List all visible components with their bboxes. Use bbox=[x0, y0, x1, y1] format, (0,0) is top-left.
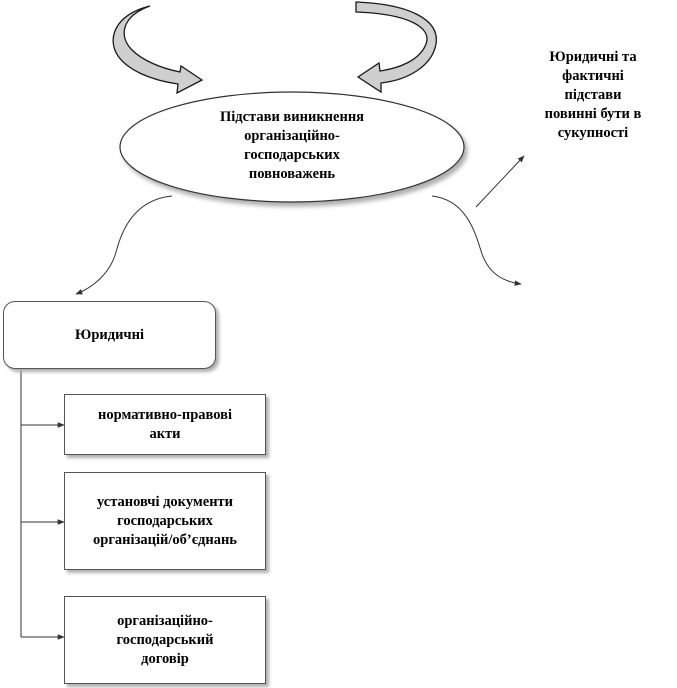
child-label-normative-acts: нормативно-правові акти bbox=[98, 406, 232, 442]
child-box-founding-documents: установчі документи господарських органі… bbox=[64, 472, 266, 570]
connector-right-curve bbox=[431, 195, 522, 286]
legal-node-label: Юридичні bbox=[75, 326, 144, 343]
right-curved-arrow bbox=[355, 1, 437, 94]
child-box-normative-acts: нормативно-правові акти bbox=[64, 394, 266, 455]
left-curved-arrow bbox=[112, 5, 204, 95]
connector-to-note bbox=[475, 155, 525, 208]
connector-left-curve bbox=[75, 195, 173, 295]
legal-node-box: Юридичні bbox=[3, 301, 216, 369]
side-note-label: Юридичні та фактичні підстави повинні бу… bbox=[544, 49, 642, 141]
central-node-label: Підстави виникнення організаційно- госпо… bbox=[219, 109, 365, 182]
child-box-contract: організаційно- господарський договір bbox=[64, 596, 266, 684]
child-label-contract: організаційно- господарський договір bbox=[116, 612, 214, 667]
child-label-founding-documents: установчі документи господарських органі… bbox=[93, 493, 237, 548]
central-ellipse bbox=[119, 91, 465, 203]
